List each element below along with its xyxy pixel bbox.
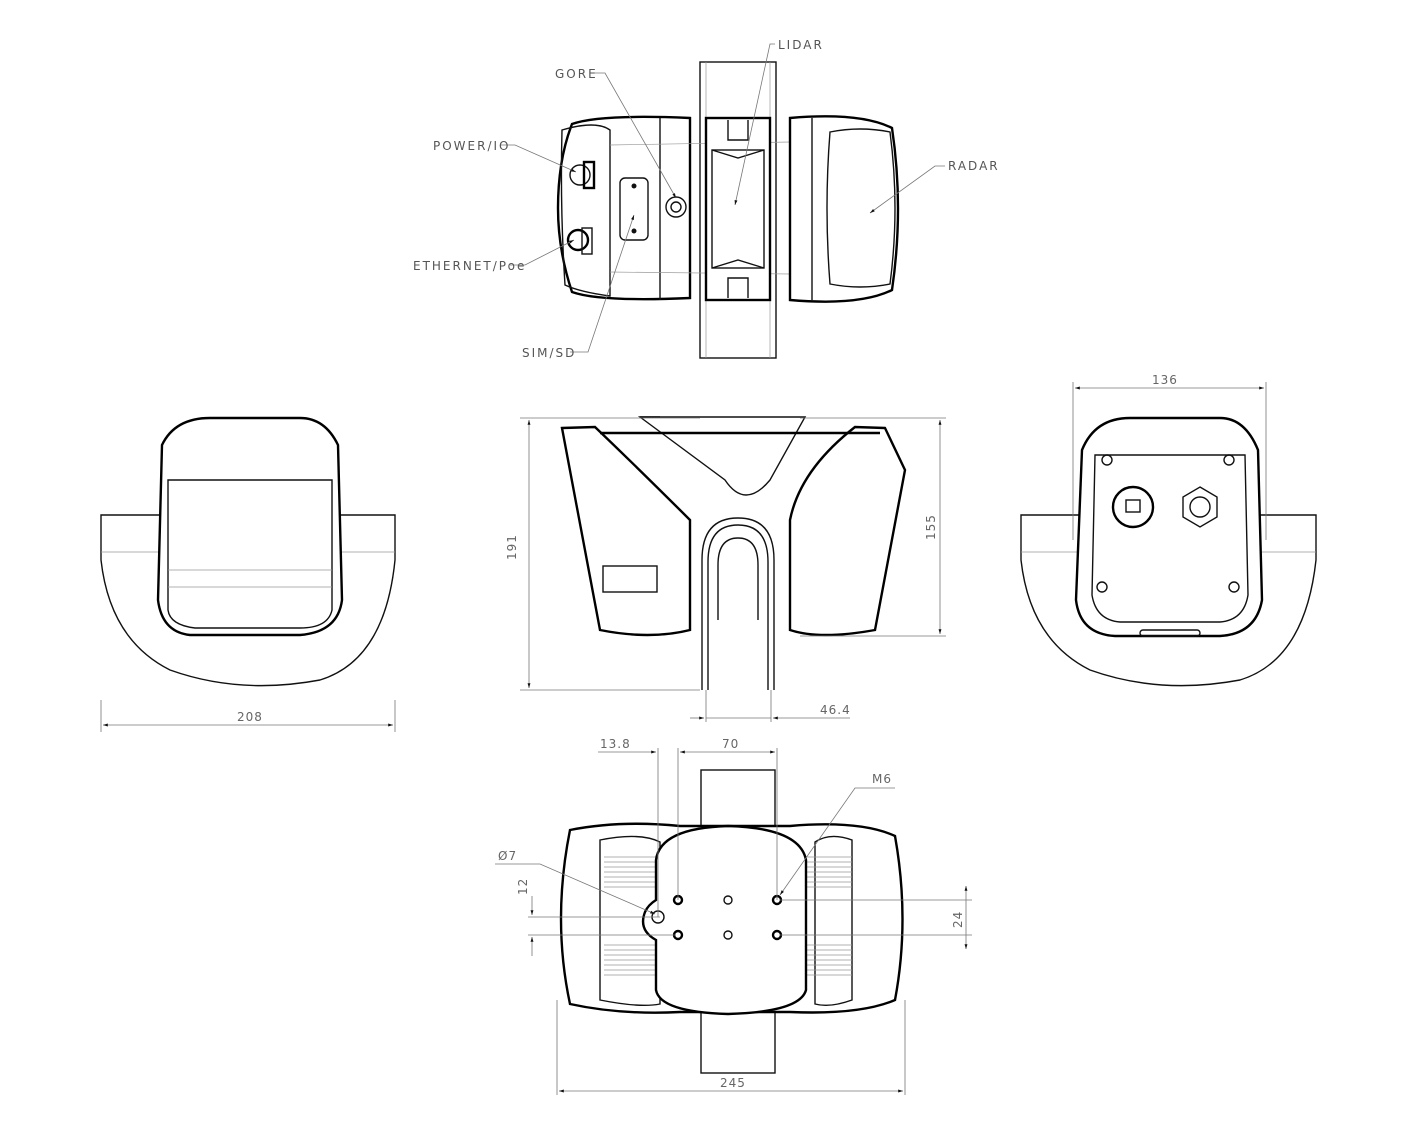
screw-icon: [1101, 454, 1113, 466]
dim-12: 12: [516, 878, 530, 895]
screw-icon: [1223, 454, 1235, 466]
ethernet-poe-label: ETHERNET/Poe: [413, 259, 526, 273]
dim-155: 155: [924, 514, 938, 540]
dim-46-4: 46.4: [820, 703, 851, 717]
sim-sd-cover: [619, 177, 649, 241]
front-view: 191 155 46.4: [505, 416, 946, 722]
screw-icon: [1096, 581, 1108, 593]
ethernet-port-icon: [1111, 485, 1155, 529]
dim-24: 24: [951, 911, 965, 928]
left-side-view: 208: [100, 416, 396, 732]
dim-191: 191: [505, 534, 519, 560]
dim-245: 245: [720, 1076, 746, 1090]
sim-sd-label: SIM/SD: [522, 346, 576, 360]
radar-label: RADAR: [948, 159, 1000, 173]
gore-label: GORE: [555, 67, 598, 81]
m6-label: M6: [872, 772, 892, 786]
ethernet-connector: [566, 227, 593, 255]
screw-icon: [1228, 581, 1240, 593]
power-io-port-icon: [1182, 486, 1218, 528]
power-io-connector: [569, 160, 596, 190]
dim-13-8: 13.8: [600, 737, 631, 751]
right-side-view: 136: [1020, 373, 1317, 687]
bottom-view: 13.8 70 M6 Ø7 12 24 245: [495, 737, 972, 1095]
dim-208: 208: [237, 710, 263, 724]
power-io-label: POWER/IO: [433, 139, 511, 153]
lidar-window: [711, 149, 765, 269]
lidar-label: LIDAR: [778, 38, 824, 52]
mount-plate: [641, 824, 808, 1016]
dim-136: 136: [1152, 373, 1178, 387]
hole-dia-label: Ø7: [498, 849, 517, 863]
top-view: LIDAR GORE POWER/IO RADAR ETHERNET/Poe S…: [413, 38, 1000, 360]
radar-window: [826, 128, 896, 288]
dim-70: 70: [722, 737, 739, 751]
